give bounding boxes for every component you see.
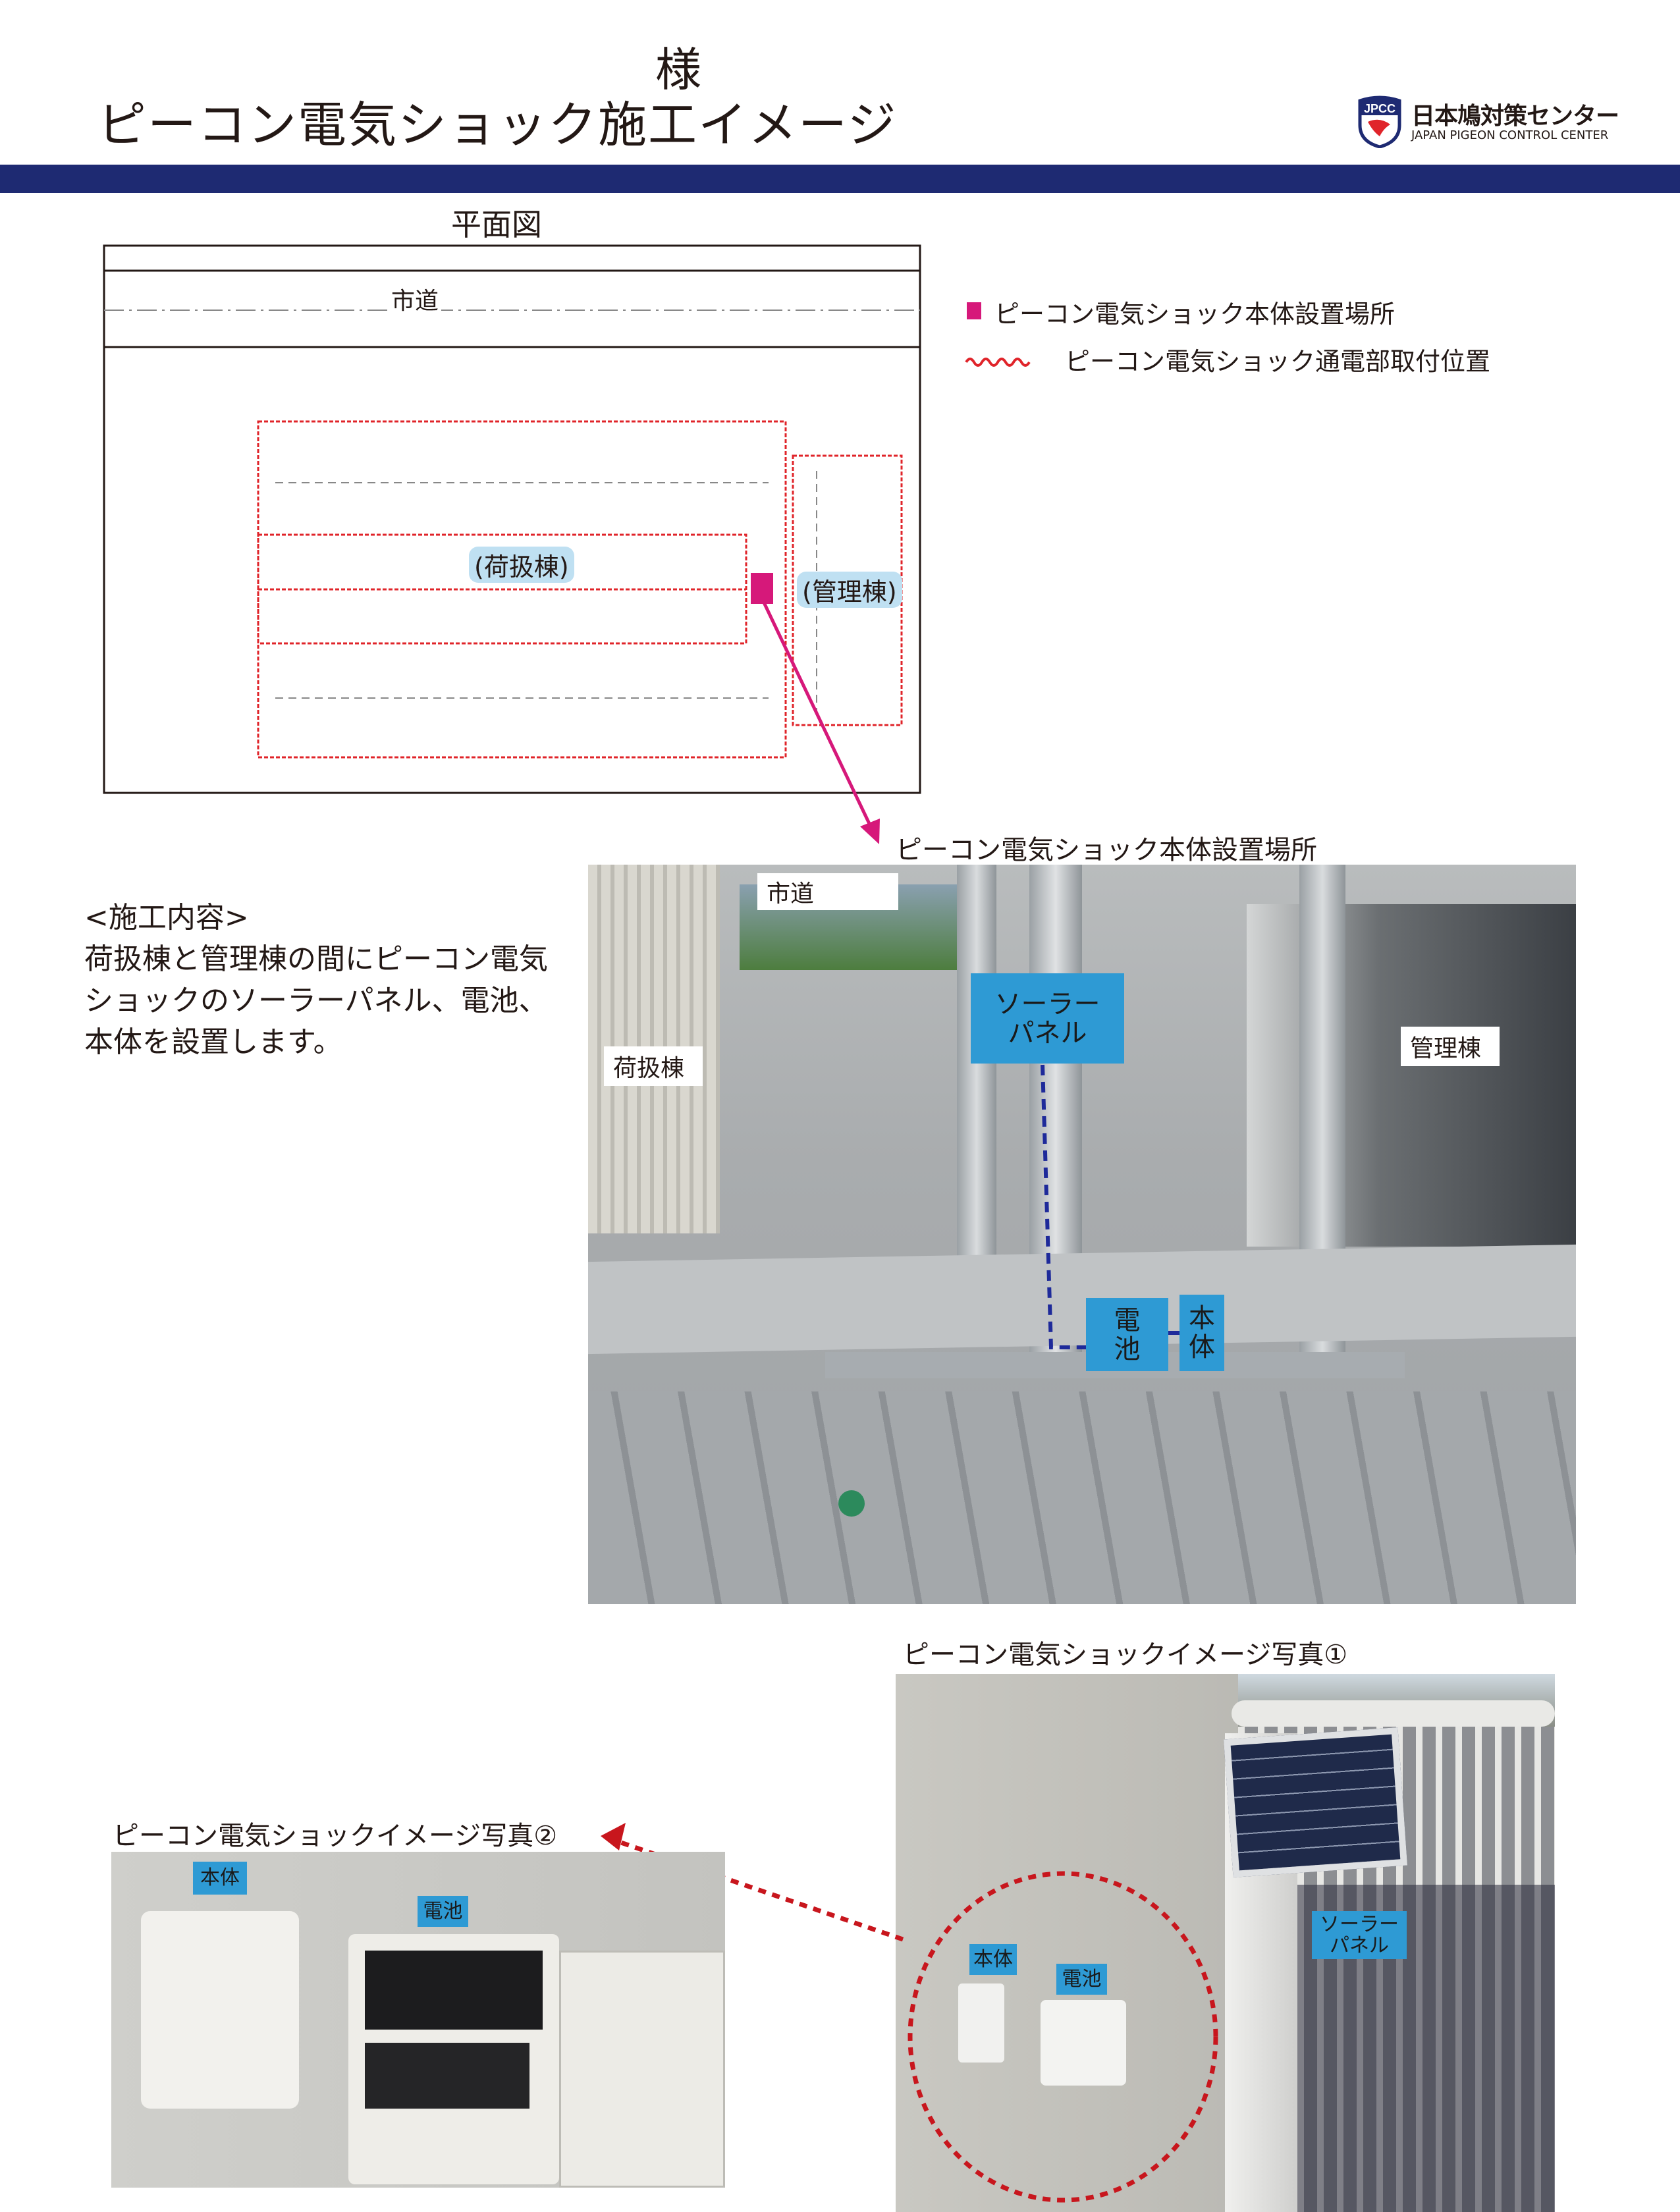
building-a-label-photo: 荷扱棟 bbox=[604, 1046, 703, 1086]
page-title: ピーコン電気ショック施工イメージ bbox=[97, 97, 898, 153]
battery-line-2: 池 bbox=[1114, 1334, 1141, 1364]
header-band bbox=[0, 165, 1680, 193]
legend-electrode: ピーコン電気ショック通電部取付位置 bbox=[1065, 347, 1491, 376]
unit-line-2: 体 bbox=[1189, 1332, 1215, 1362]
unit-line-1: 本 bbox=[1189, 1303, 1215, 1334]
arrow-head bbox=[860, 819, 880, 844]
building-b-label: (管理棟) bbox=[797, 572, 902, 608]
road-label-photo: 市道 bbox=[757, 873, 898, 910]
floor-plan bbox=[103, 244, 921, 844]
solar-panel-label: ソーラーパネル bbox=[971, 973, 1124, 1064]
content-line-2: ショックのソーラーパネル、電池、 bbox=[84, 984, 548, 1017]
honorific: 様 bbox=[655, 43, 701, 97]
wiring-line bbox=[1041, 1064, 1179, 1349]
photo-image-2 bbox=[111, 1852, 725, 2188]
solar-line-2: パネル bbox=[1008, 1017, 1087, 1048]
solar-line-1: ソーラー bbox=[994, 988, 1100, 1019]
logo-sub: JAPAN PIGEON CONTROL CENTER bbox=[1411, 128, 1609, 142]
battery-label-image2: 電池 bbox=[418, 1896, 468, 1927]
photo-image2-caption: ピーコン電気ショックイメージ写真② bbox=[113, 1821, 558, 1851]
photo-image1-caption: ピーコン電気ショックイメージ写真① bbox=[903, 1640, 1348, 1670]
unit-location-marker bbox=[751, 573, 773, 604]
solar-line-2: パネル bbox=[1330, 1933, 1389, 1957]
battery-label: 電池 bbox=[1086, 1298, 1168, 1371]
content-line-3: 本体を設置します。 bbox=[84, 1025, 342, 1059]
logo-name: 日本鳩対策センター bbox=[1411, 103, 1619, 130]
unit-label-image1: 本体 bbox=[969, 1944, 1017, 1975]
solar-label-image1: ソーラーパネル bbox=[1312, 1911, 1407, 1959]
battery-line-1: 電 bbox=[1114, 1305, 1141, 1335]
building-b-label-photo: 管理棟 bbox=[1401, 1027, 1500, 1066]
photo-image-1 bbox=[896, 1674, 1555, 2212]
content-heading: <施工内容> bbox=[84, 901, 249, 934]
unit-label-image2: 本体 bbox=[193, 1862, 247, 1895]
battery-label-image1: 電池 bbox=[1056, 1964, 1107, 1995]
solar-panel-image bbox=[1223, 1727, 1408, 1877]
wavy-line-icon bbox=[965, 358, 1031, 367]
pigeon-shield-icon: JPCC bbox=[1358, 95, 1401, 148]
building-a-label: (荷扱棟) bbox=[469, 547, 574, 583]
road-label: 市道 bbox=[389, 282, 442, 316]
square-marker-icon bbox=[967, 302, 981, 319]
photo1-caption: ピーコン電気ショック本体設置場所 bbox=[896, 835, 1317, 865]
jpcc-logo: JPCC 日本鳩対策センター JAPAN PIGEON CONTROL CENT… bbox=[1353, 95, 1619, 148]
solar-line-1: ソーラー bbox=[1320, 1912, 1399, 1936]
legend-unit: ピーコン電気ショック本体設置場所 bbox=[994, 300, 1395, 329]
plan-title: 平面図 bbox=[451, 207, 542, 242]
svg-text:JPCC: JPCC bbox=[1364, 102, 1395, 115]
content-line-1: 荷扱棟と管理棟の間にピーコン電気 bbox=[84, 942, 548, 976]
site-boundary bbox=[103, 244, 921, 794]
unit-label: 本体 bbox=[1179, 1295, 1224, 1371]
